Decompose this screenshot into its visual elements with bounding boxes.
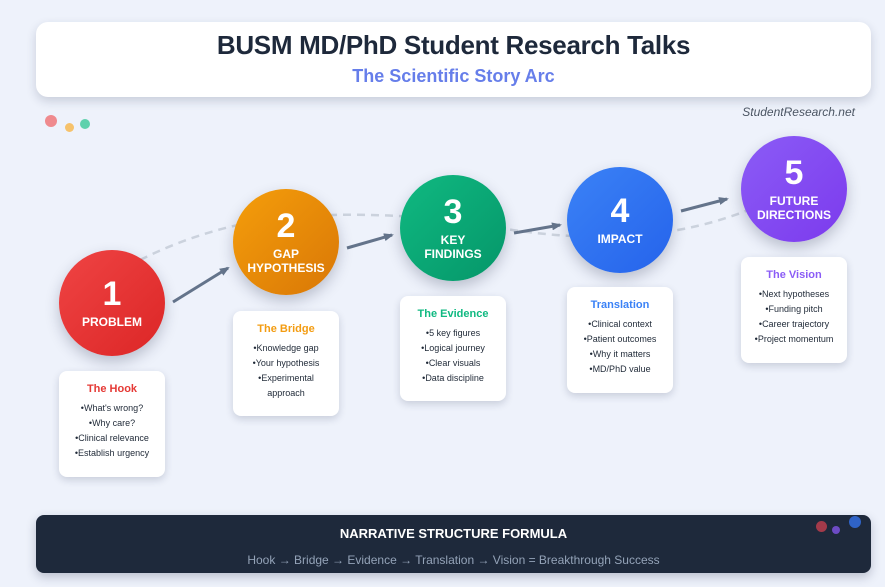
stage-2-card: The Bridge Knowledge gap Your hypothesis… [233, 311, 339, 416]
page-title: BUSM MD/PhD Student Research Talks [216, 30, 691, 60]
arrow-2-to-3 [346, 233, 394, 250]
stage-label: IMPACT [597, 232, 643, 246]
header-banner: BUSM MD/PhD Student Research Talks The S… [36, 22, 871, 97]
card-item: Logical journey [400, 341, 506, 356]
stage-number: 5 [784, 154, 804, 192]
card-item: MD/PhD value [567, 362, 673, 377]
card-item: Clinical relevance [59, 431, 165, 446]
stage-1-card: The Hook What's wrong? Why care? Clinica… [59, 371, 165, 477]
stage-number: 4 [610, 192, 630, 230]
card-item: Clear visuals [400, 356, 506, 371]
stage-label: FUTURE DIRECTIONS [756, 194, 831, 222]
card-item: Why care? [59, 416, 165, 431]
card-item: Why it matters [567, 347, 673, 362]
card-title: The Hook [86, 383, 138, 395]
stage-5-card: The Vision Next hypotheses Funding pitch… [741, 257, 847, 363]
stage-1-circle: 1 PROBLEM [59, 250, 165, 356]
formula-text: Hook → Bridge → Evidence → Translation →… [247, 553, 660, 567]
decor-dot-green [80, 119, 90, 129]
decor-dot-red [816, 521, 827, 532]
card-item: Establish urgency [59, 446, 165, 461]
arrow-3-to-4 [513, 222, 562, 235]
card-item: Experimental [233, 371, 339, 386]
card-title: The Vision [766, 269, 822, 281]
stage-3-card: The Evidence 5 key figures Logical journ… [400, 296, 506, 401]
stage-label: PROBLEM [82, 315, 142, 329]
card-item: Clinical context [567, 317, 673, 332]
decor-dot-red [45, 115, 57, 127]
decor-dot-yellow [65, 123, 74, 132]
stage-number: 2 [276, 207, 296, 245]
card-item: Project momentum [741, 332, 847, 347]
card-title: Translation [590, 299, 650, 311]
stage-2-circle: 2 GAP HYPOTHESIS [233, 189, 339, 295]
card-item: Data discipline [400, 371, 506, 386]
card-item: Knowledge gap [233, 341, 339, 356]
formula-title: NARRATIVE STRUCTURE FORMULA [339, 526, 568, 541]
arrow-1-to-2 [172, 266, 230, 304]
stage-4-card: Translation Clinical context Patient out… [567, 287, 673, 393]
page-subtitle: The Scientific Story Arc [352, 66, 555, 86]
card-item: What's wrong? [59, 401, 165, 416]
card-item: approach [267, 388, 305, 398]
decor-dot-blue [849, 516, 861, 528]
arrow-4-to-5 [680, 197, 729, 213]
site-label: StudentResearch.net [742, 105, 855, 119]
card-item: Funding pitch [741, 302, 847, 317]
stage-label: GAP HYPOTHESIS [247, 247, 325, 275]
card-title: The Bridge [257, 323, 315, 335]
card-item: Career trajectory [741, 317, 847, 332]
stage-number: 1 [102, 275, 122, 313]
stage-label: KEY FINDINGS [424, 233, 482, 261]
decor-dot-purple [832, 526, 840, 534]
stage-number: 3 [443, 193, 463, 231]
stage-4-circle: 4 IMPACT [567, 167, 673, 273]
stage-5-circle: 5 FUTURE DIRECTIONS [741, 136, 847, 242]
card-item: Next hypotheses [741, 287, 847, 302]
card-item: Patient outcomes [567, 332, 673, 347]
formula-footer: NARRATIVE STRUCTURE FORMULA Hook → Bridg… [36, 515, 871, 573]
stage-3-circle: 3 KEY FINDINGS [400, 175, 506, 281]
card-item: Your hypothesis [233, 356, 339, 371]
card-title: The Evidence [417, 308, 489, 320]
card-item: 5 key figures [400, 326, 506, 341]
